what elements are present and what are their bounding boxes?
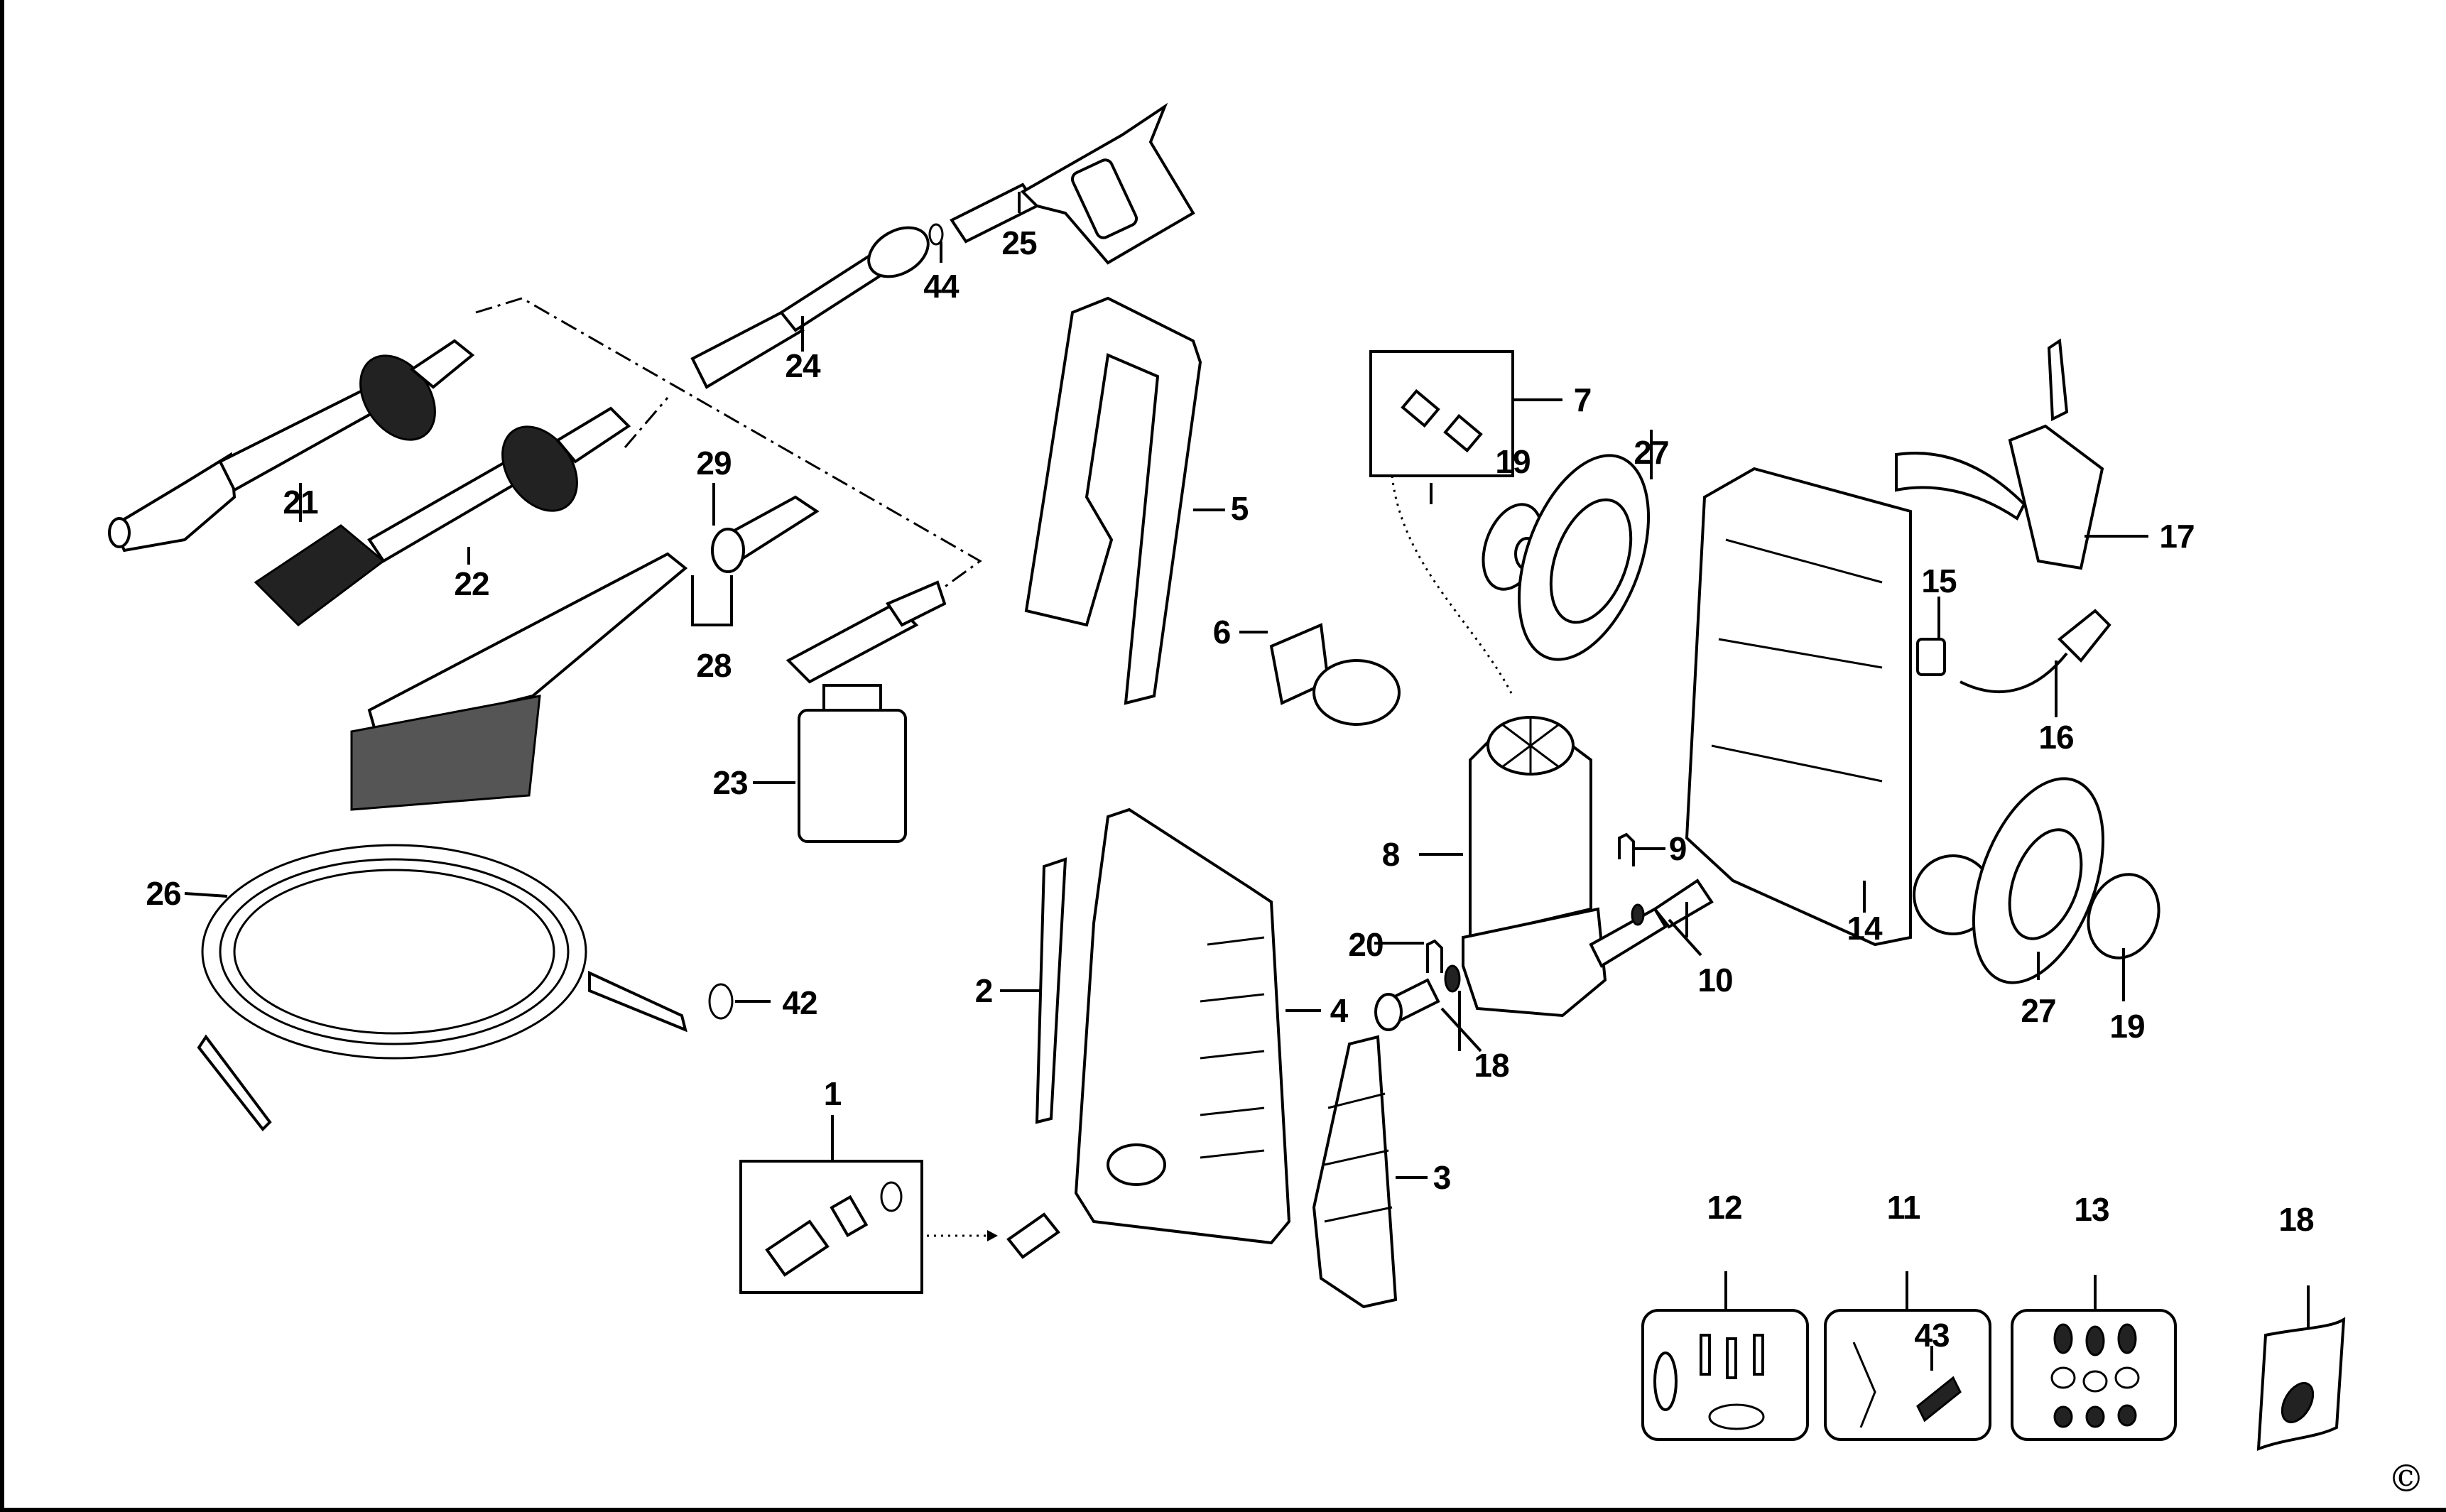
label-10: 10 (1697, 962, 1733, 999)
part-7-carbon-brush-kit[interactable] (1369, 350, 1514, 477)
part-6-cord-hook[interactable] (1269, 623, 1401, 726)
label-7: 7 (1573, 381, 1592, 418)
label-18-pump: 18 (1474, 1047, 1509, 1084)
label-9: 9 (1668, 830, 1687, 867)
part-21-nozzle-lance[interactable] (108, 339, 475, 553)
part-22-rotary-lance[interactable] (254, 406, 631, 626)
part-12-valve-kit[interactable] (1641, 1309, 1809, 1441)
part-28-brush[interactable] (350, 552, 688, 811)
part-1-inlet-connector-kit[interactable] (739, 1160, 1060, 1294)
label-20: 20 (1348, 926, 1384, 963)
label-43: 43 (1914, 1317, 1950, 1354)
label-27-upper: 27 (1634, 434, 1669, 471)
label-6: 6 (1212, 614, 1232, 651)
part-2-side-strip[interactable] (1035, 857, 1067, 1124)
part-3-side-panel[interactable] (1312, 1035, 1398, 1309)
part-10-outlet-connector[interactable] (1631, 879, 1714, 929)
part-18-inlet-seal[interactable] (1374, 964, 1461, 1031)
label-1: 1 (823, 1075, 842, 1112)
part-25-trigger-gun[interactable] (950, 102, 1195, 265)
part-15-cord-clamp[interactable] (1916, 638, 1946, 676)
label-42: 42 (782, 984, 817, 1021)
label-19-lower: 19 (2109, 1008, 2145, 1045)
label-4: 4 (1330, 992, 1349, 1029)
part-27-wheel[interactable] (1494, 438, 1674, 678)
label-27-lower: 27 (2021, 992, 2056, 1029)
label-5: 5 (1230, 490, 1249, 527)
part-42-o-ring[interactable] (708, 983, 734, 1020)
part-27-wheel-lower[interactable] (1949, 761, 2129, 1001)
label-23: 23 (712, 764, 748, 801)
part-19-wheel-cap-lower[interactable] (2077, 864, 2170, 968)
label-24: 24 (785, 347, 820, 384)
part-5-handle[interactable] (1024, 296, 1202, 705)
label-11: 11 (1886, 1189, 1921, 1226)
label-18-kit: 18 (2278, 1201, 2314, 1238)
copyright-symbol: © (2388, 1458, 2425, 1501)
label-19-upper: 19 (1495, 443, 1531, 480)
part-9-clip[interactable] (1618, 832, 1635, 866)
label-3: 3 (1433, 1159, 1452, 1196)
part-16-power-cord[interactable] (1959, 609, 2111, 693)
label-13: 13 (2074, 1191, 2109, 1228)
part-18-seal-bag[interactable] (2256, 1317, 2346, 1451)
label-22: 22 (454, 565, 489, 602)
label-2: 2 (974, 972, 994, 1009)
label-26: 26 (146, 875, 181, 912)
label-14: 14 (1847, 910, 1882, 947)
accessory-group-bracket (475, 297, 982, 619)
part-14-rear-housing[interactable] (1685, 467, 1994, 947)
part-13-check-valve-kit[interactable] (2011, 1309, 2177, 1441)
label-44: 44 (923, 268, 959, 305)
part-26-hose[interactable] (197, 844, 687, 1132)
label-28: 28 (696, 647, 732, 684)
part-20-clip[interactable] (1426, 939, 1443, 973)
part-8-motor-pump-assembly[interactable] (1462, 716, 1668, 1018)
label-29: 29 (696, 445, 732, 482)
part-44-o-ring[interactable] (928, 223, 944, 246)
label-25: 25 (1001, 224, 1037, 261)
part-29-brush-adapter[interactable] (711, 495, 820, 573)
label-17: 17 (2159, 518, 2195, 555)
label-21: 21 (283, 484, 318, 521)
label-12: 12 (1707, 1189, 1742, 1226)
part-4-front-housing[interactable] (1074, 807, 1291, 1245)
label-16: 16 (2038, 719, 2074, 756)
part-23-detergent-bottle[interactable] (786, 580, 947, 843)
part-11-switch-kit[interactable] (1824, 1309, 1991, 1441)
part-24-extension-lance[interactable] (690, 218, 937, 389)
label-8: 8 (1381, 836, 1401, 873)
part-17-accessory-holder[interactable] (1895, 338, 2104, 570)
label-15: 15 (1921, 562, 1957, 599)
